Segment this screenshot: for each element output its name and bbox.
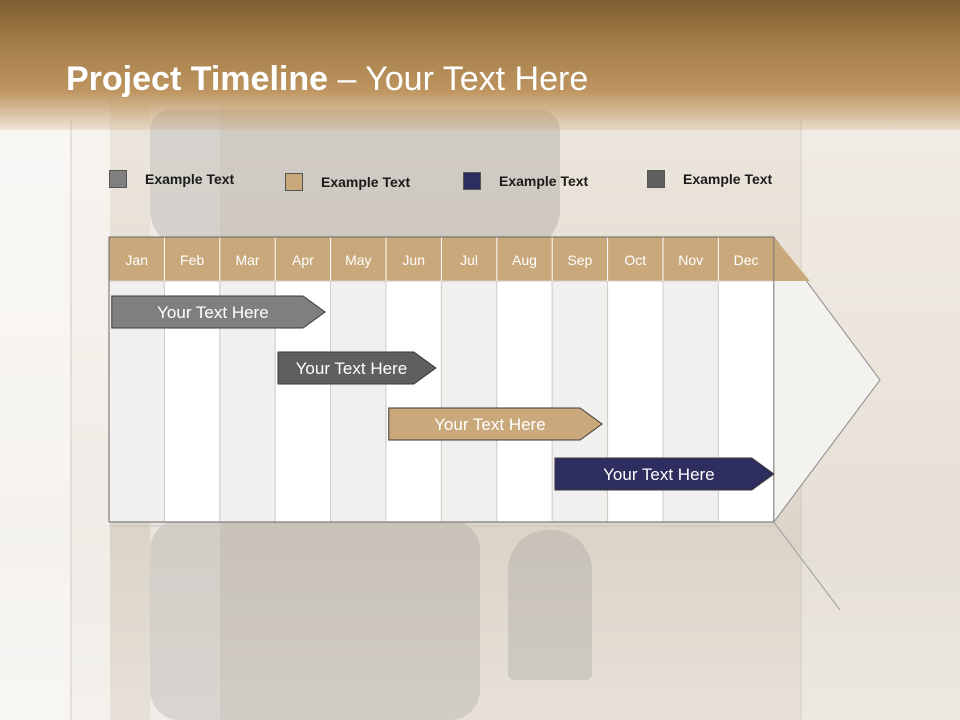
month-column-jun <box>385 280 442 523</box>
title-bold: Project Timeline <box>66 60 329 98</box>
task-bar-2 <box>277 351 437 385</box>
month-label-feb: Feb <box>180 252 204 268</box>
legend-label-4: Example Text <box>683 171 773 187</box>
month-label-apr: Apr <box>292 252 314 268</box>
legend-label-3: Example Text <box>499 173 589 189</box>
month-label-jul: Jul <box>460 252 478 268</box>
legend-item-1: Example Text <box>109 170 234 188</box>
month-label-oct: Oct <box>624 252 646 268</box>
legend-label-2: Example Text <box>321 174 411 190</box>
background-trash-can <box>508 530 592 680</box>
month-label-may: May <box>345 252 371 268</box>
month-label-jan: Jan <box>125 252 148 268</box>
month-label-mar: Mar <box>235 252 259 268</box>
background-door-left <box>0 120 72 720</box>
legend-label-1: Example Text <box>145 171 235 187</box>
page-title: Project Timeline – Your Text Here <box>66 60 588 99</box>
month-column-may <box>330 280 387 523</box>
month-label-dec: Dec <box>734 252 759 268</box>
month-label-sep: Sep <box>567 252 592 268</box>
month-label-aug: Aug <box>512 252 537 268</box>
legend-swatch-1 <box>109 170 127 188</box>
timeline-header-band <box>109 237 810 281</box>
background-person-legs <box>150 520 480 720</box>
task-bar-label-4: Your Text Here <box>603 465 715 484</box>
legend-swatch-2 <box>285 173 303 191</box>
month-column-jul <box>440 280 498 523</box>
background-person-torso <box>150 110 560 250</box>
month-column-aug <box>496 280 553 523</box>
task-bar-4 <box>554 457 775 491</box>
task-bar-1 <box>111 295 326 329</box>
timeline-perspective-line <box>773 521 841 611</box>
legend-item-2: Example Text <box>285 173 410 191</box>
legend: Example Text Example Text Example Text E… <box>0 170 960 194</box>
task-bar-label-3: Your Text Here <box>434 415 546 434</box>
legend-item-4: Example Text <box>647 170 772 188</box>
legend-swatch-4 <box>647 170 665 188</box>
month-label-jun: Jun <box>402 252 425 268</box>
legend-swatch-3 <box>463 172 481 190</box>
task-bar-3 <box>388 407 603 441</box>
task-bar-label-1: Your Text Here <box>157 303 269 322</box>
month-label-nov: Nov <box>678 252 703 268</box>
legend-item-3: Example Text <box>463 172 588 190</box>
title-rest: – Your Text Here <box>328 60 589 98</box>
task-bar-label-2: Your Text Here <box>296 359 408 378</box>
title-banner: Project Timeline – Your Text Here <box>0 0 960 130</box>
